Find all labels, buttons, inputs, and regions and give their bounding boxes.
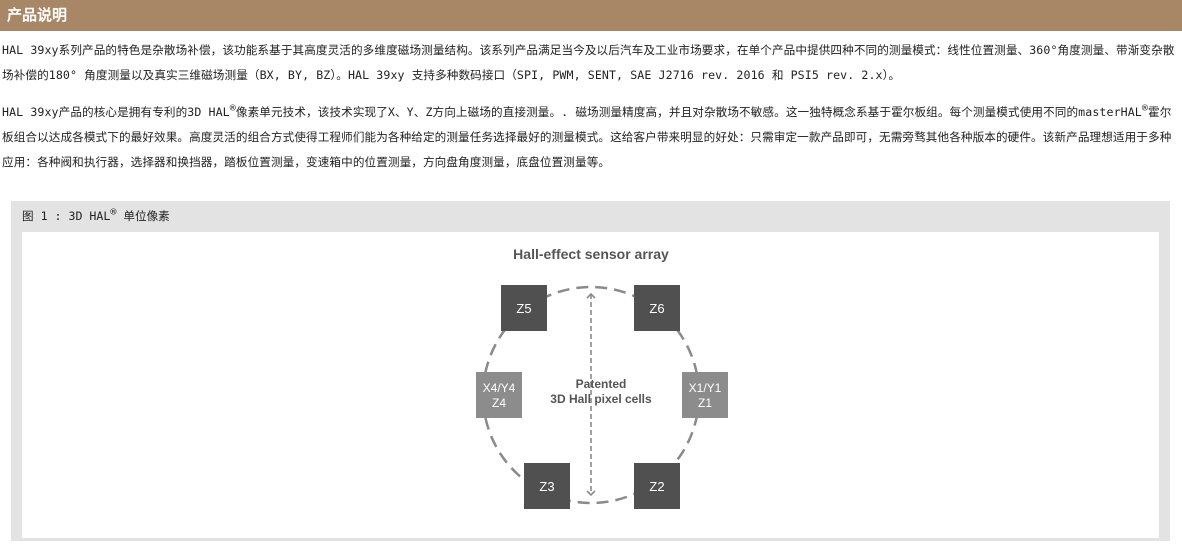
cell-z5-label: Z5 [516,301,531,316]
figure-caption-suffix: 单位像素 [116,209,170,223]
cell-z3 [524,463,570,509]
cell-z4-label-top: X4/Y4 [483,381,516,395]
cell-z6 [634,285,680,331]
figure-image: Hall-effect sensor array Z5 Z6 X4/Y4 Z4 … [22,232,1159,538]
cell-z6-label: Z6 [649,301,664,316]
paragraph-core: HAL 39xy产品的核心是拥有专利的3D HAL®像素单元技术，该技术实现了X… [2,100,1178,175]
cell-z3-label: Z3 [539,479,554,494]
paragraph-intro: HAL 39xy系列产品的特色是杂散场补偿，该功能系基于其高度灵活的多维度磁场测… [2,43,1175,82]
center-label-line2: 3D Hall pixel cells [550,392,652,406]
figure-caption-prefix: 图 1 : 3D HAL [22,209,111,223]
product-description: HAL 39xy系列产品的特色是杂散场补偿，该功能系基于其高度灵活的多维度磁场测… [0,38,1182,175]
figure-caption-reg: ® [110,207,117,218]
section-title: 产品说明 [7,6,68,24]
cell-z2 [634,463,680,509]
registered-mark: ® [1141,103,1149,114]
cell-z4-label-bottom: Z4 [492,396,506,410]
registered-mark: ® [229,103,236,114]
figure-container: 图 1 : 3D HAL® 单位像素 Hall-effect sensor ar… [11,201,1170,541]
hall-sensor-array-diagram: Hall-effect sensor array Z5 Z6 X4/Y4 Z4 … [476,246,728,509]
cell-z1-label-bottom: Z1 [698,396,712,410]
paragraph-core-part3: 霍尔板组合以达成各模式下的最好效果。高度灵活的组合方式使得工程师们能为各种给定的… [2,105,1172,169]
center-label-line1: Patented [576,377,627,391]
cell-z5 [501,285,547,331]
cell-z1-label-top: X1/Y1 [689,381,722,395]
cell-z1 [682,372,728,418]
paragraph-core-part2: 像素单元技术，该技术实现了X、Y、Z方向上磁场的直接测量。. 磁场测量精度高，并… [235,105,1142,119]
cell-z2-label: Z2 [649,479,664,494]
section-header: 产品说明 [0,0,1182,31]
figure-caption: 图 1 : 3D HAL® 单位像素 [11,201,186,232]
paragraph-core-part1: HAL 39xy产品的核心是拥有专利的3D HAL [2,105,230,119]
cell-z4 [476,372,522,418]
diagram-title: Hall-effect sensor array [513,246,669,262]
